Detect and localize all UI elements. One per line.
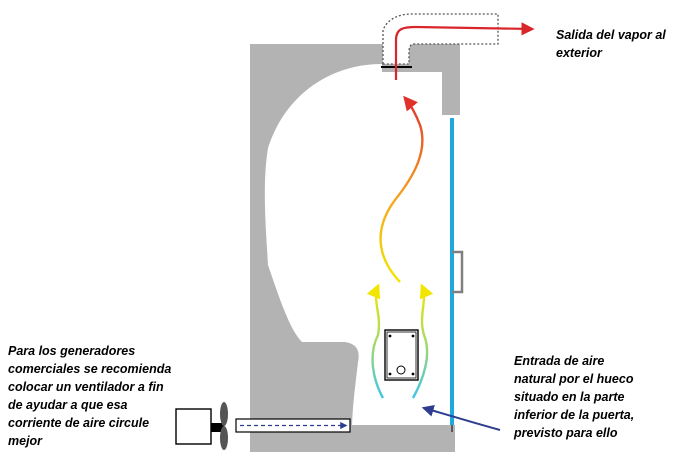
steam-right-arrow [411, 283, 434, 399]
intake-note-line: situado en la parte [514, 390, 625, 404]
fan-note: Para los generadores comerciales se reco… [8, 342, 171, 450]
exhaust-note-line: exterior [556, 46, 602, 60]
intake-note-line: Entrada de aire [514, 354, 605, 368]
intake-note-line: inferior de la puerta, [514, 408, 635, 422]
door-handle-icon [452, 250, 464, 294]
intake-note: Entrada de aire natural por el hueco sit… [514, 352, 634, 442]
steam-generator-icon [384, 329, 419, 381]
exhaust-arrow [394, 22, 535, 80]
fan-note-line: colocar un ventilador a fin [8, 380, 164, 394]
fan-note-line: mejor [8, 434, 43, 448]
cabin-wall [250, 44, 460, 452]
fan-icon [175, 402, 228, 450]
fan-note-line: comerciales se recomienda [8, 362, 172, 376]
fan-note-line: de ayudar a que esa [8, 398, 128, 412]
intake-arrow [421, 404, 501, 431]
fan-note-line: Para los generadores [8, 344, 136, 358]
intake-note-line: natural por el hueco [514, 372, 634, 386]
intake-note-line: previsto para ello [514, 426, 618, 440]
fan-note-line: corriente de aire circule [8, 416, 150, 430]
exhaust-note-line: Salida del vapor al [556, 28, 666, 42]
exhaust-note: Salida del vapor al exterior [556, 26, 666, 62]
steam-left-arrow [366, 283, 385, 399]
steam-main-arrow [379, 95, 424, 283]
